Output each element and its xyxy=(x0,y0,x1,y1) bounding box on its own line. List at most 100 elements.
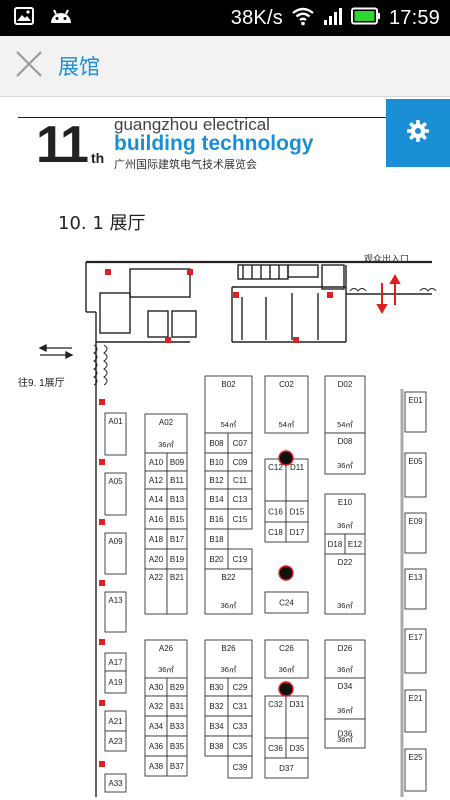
booth-a21[interactable]: A21 xyxy=(104,710,127,732)
booth-e09[interactable]: E09 xyxy=(404,512,427,554)
booth-a10[interactable]: A10 xyxy=(144,452,168,472)
booth-a30[interactable]: A30 xyxy=(144,677,168,697)
booth-b13[interactable]: B13 xyxy=(166,488,188,510)
booth-b38[interactable]: B38 xyxy=(204,735,229,757)
booth-b20[interactable]: B20 xyxy=(204,548,229,570)
booth-c33[interactable]: C33 xyxy=(227,715,253,737)
booth-a22[interactable]: A22 xyxy=(144,568,168,615)
booth-a20[interactable]: A20 xyxy=(144,548,168,570)
booth-d11[interactable]: D11 xyxy=(285,458,309,502)
booth-e13[interactable]: E13 xyxy=(404,568,427,610)
close-button[interactable] xyxy=(0,36,58,96)
booth-a13[interactable]: A13 xyxy=(104,591,127,633)
booth-area-label: 36㎡ xyxy=(221,601,237,610)
booth-c31[interactable]: C31 xyxy=(227,695,253,717)
booth-a23[interactable]: A23 xyxy=(104,730,127,752)
booth-b33[interactable]: B33 xyxy=(166,715,188,737)
booth-outline xyxy=(104,532,127,575)
booth-d35[interactable]: D35 xyxy=(285,737,309,759)
booth-b15[interactable]: B15 xyxy=(166,508,188,530)
booth-b12[interactable]: B12 xyxy=(204,470,229,490)
booth-id-label: E01 xyxy=(408,396,423,405)
booth-b37[interactable]: B37 xyxy=(166,755,188,777)
booth-e21[interactable]: E21 xyxy=(404,689,427,733)
booth-a19[interactable]: A19 xyxy=(104,670,127,694)
booth-c19[interactable]: C19 xyxy=(227,548,253,570)
booth-d31[interactable]: D31 xyxy=(285,695,309,739)
booth-a05[interactable]: A05 xyxy=(104,472,127,516)
booth-b35[interactable]: B35 xyxy=(166,735,188,757)
booth-d17[interactable]: D17 xyxy=(285,521,309,543)
booth-e12[interactable]: E12 xyxy=(344,533,366,555)
booth-e01[interactable]: E01 xyxy=(404,391,427,433)
floor-map-view[interactable]: 11 th guangzhou electrical building tech… xyxy=(0,97,450,800)
booth-b19[interactable]: B19 xyxy=(166,548,188,570)
settings-button[interactable] xyxy=(386,99,450,167)
booth-d37[interactable]: D37 xyxy=(264,757,309,779)
entrance-label: 观众出入口 xyxy=(364,253,409,264)
booth-a34[interactable]: A34 xyxy=(144,715,168,737)
booth-a33[interactable]: A33 xyxy=(104,773,127,793)
booth-b32[interactable]: B32 xyxy=(204,695,229,717)
booth-e25[interactable]: E25 xyxy=(404,748,427,792)
booth-a32[interactable]: A32 xyxy=(144,695,168,717)
booth-d15[interactable]: D15 xyxy=(285,500,309,523)
booth-a16[interactable]: A16 xyxy=(144,508,168,530)
booth-id-label: C29 xyxy=(233,683,248,692)
booth-a09[interactable]: A09 xyxy=(104,532,127,575)
booth-b09[interactable]: B09 xyxy=(166,452,188,472)
booth-a14[interactable]: A14 xyxy=(144,488,168,510)
booth-b17[interactable]: B17 xyxy=(166,528,188,550)
booth-c15[interactable]: C15 xyxy=(227,508,253,530)
booth-b30[interactable]: B30 xyxy=(204,677,229,697)
logo-line-2: building technology xyxy=(114,132,314,155)
booth-c29[interactable]: C29 xyxy=(227,677,253,697)
booth-b11[interactable]: B11 xyxy=(166,470,188,490)
booth-a17[interactable]: A17 xyxy=(104,652,127,672)
booth-a12[interactable]: A12 xyxy=(144,470,168,490)
booth-e05[interactable]: E05 xyxy=(404,452,427,498)
booth-b08[interactable]: B08 xyxy=(204,432,229,454)
booth-c12[interactable]: C12 xyxy=(264,458,287,502)
booth-d18[interactable]: D18 xyxy=(324,533,346,555)
booth-c09[interactable]: C09 xyxy=(227,452,253,472)
booth-c32[interactable]: C32 xyxy=(264,695,287,739)
booth-b16[interactable]: B16 xyxy=(204,508,229,530)
booth-c18[interactable]: C18 xyxy=(264,521,287,543)
booth-b34[interactable]: B34 xyxy=(204,715,229,737)
booth-c24[interactable]: C24 xyxy=(264,591,309,614)
booth-b31[interactable]: B31 xyxy=(166,695,188,717)
booth-e17[interactable]: E17 xyxy=(404,628,427,674)
booth-a38[interactable]: A38 xyxy=(144,755,168,777)
booth-c39[interactable]: C39 xyxy=(227,755,253,779)
booth-a18[interactable]: A18 xyxy=(144,528,168,550)
booth-b21[interactable]: B21 xyxy=(166,568,188,615)
booth-b10[interactable]: B10 xyxy=(204,452,229,472)
booth-c07[interactable]: C07 xyxy=(227,432,253,454)
booth-c13[interactable]: C13 xyxy=(227,488,253,510)
booth-c35[interactable]: C35 xyxy=(227,735,253,757)
booth-b29[interactable]: B29 xyxy=(166,677,188,697)
booth-id-label: A13 xyxy=(108,596,123,605)
booth-a36[interactable]: A36 xyxy=(144,735,168,757)
booth-c16[interactable]: C16 xyxy=(264,500,287,523)
booth-b14[interactable]: B14 xyxy=(204,488,229,510)
booth-b18[interactable]: B18 xyxy=(204,528,229,550)
booth-a01[interactable]: A01 xyxy=(104,412,127,456)
booth-c36[interactable]: C36 xyxy=(264,737,287,759)
booth-c11[interactable]: C11 xyxy=(227,470,253,490)
